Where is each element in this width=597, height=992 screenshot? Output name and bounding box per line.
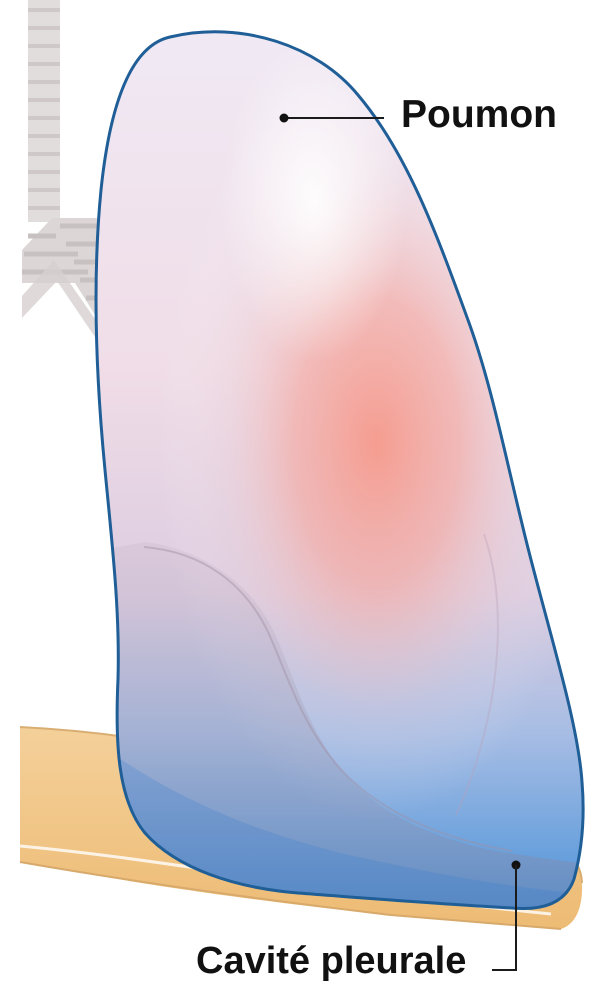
lung-label: Poumon: [401, 95, 557, 134]
lung-illustration: [80, 20, 597, 920]
lung-marker-dot: [280, 114, 289, 123]
pleural-cavity-label: Cavité pleurale: [196, 942, 466, 980]
trachea-illustration: [22, 0, 97, 340]
